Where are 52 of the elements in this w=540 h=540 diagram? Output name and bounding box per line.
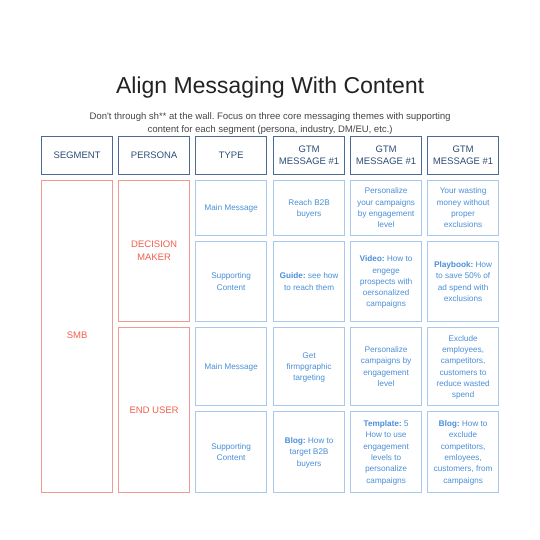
table-cell-text: Get firmpgraphic targeting bbox=[285, 350, 333, 384]
group-box bbox=[118, 327, 190, 493]
table-cell: Main Message bbox=[204, 202, 258, 214]
table-cell-text: Exclude employees, campetitors, customers to reduce wasted spend bbox=[435, 332, 491, 400]
row-group-label: END USER bbox=[129, 404, 179, 416]
cell-box bbox=[350, 241, 422, 322]
row-group-label: DECISION MAKER bbox=[130, 238, 178, 264]
table-cell-text: Your wasting money without proper exclusions bbox=[436, 185, 490, 231]
cell-box bbox=[273, 327, 345, 406]
table-cell-text: Reach B2B buyers bbox=[287, 196, 331, 220]
column-header: SEGMENT bbox=[54, 150, 100, 162]
cell-box bbox=[195, 411, 267, 493]
cell-box bbox=[195, 180, 267, 236]
header-box bbox=[195, 136, 267, 175]
column-header: TYPE bbox=[218, 150, 244, 162]
table-cell: Main Message bbox=[204, 360, 258, 372]
cell-box bbox=[195, 327, 267, 406]
table-cell: Personalize your campaigns by engagement level bbox=[356, 185, 416, 231]
column-header: GTM MESSAGE #1 bbox=[354, 144, 418, 168]
table-cell-text: Personalize campaigns by engagement level bbox=[360, 344, 412, 390]
cell-box bbox=[273, 411, 345, 493]
column-header: GTM MESSAGE #1 bbox=[432, 144, 494, 168]
cell-box bbox=[350, 327, 422, 406]
header-box bbox=[273, 136, 345, 175]
table-cell-text: Supporting Content bbox=[210, 270, 252, 293]
row-group-label: SMB bbox=[66, 329, 88, 342]
table-cell-text: Template: 5 How to use engagement levels to personalize campaigns bbox=[362, 418, 410, 486]
cell-box bbox=[273, 180, 345, 236]
header-box bbox=[41, 136, 113, 175]
table-cell-text: Blog: How to target B2B buyers bbox=[284, 435, 334, 469]
cell-box bbox=[195, 241, 267, 322]
table-cell-text: Supporting Content bbox=[210, 440, 252, 464]
table-cell-text: Video: How to engege prospects with oersonalized campaigns bbox=[358, 253, 414, 310]
header-box bbox=[427, 136, 499, 175]
cell-box bbox=[350, 180, 422, 236]
header-box bbox=[118, 136, 190, 175]
group-box bbox=[118, 180, 190, 322]
table-cell: Guide: see how to reach them bbox=[279, 270, 339, 293]
title: Align Messaging With Content bbox=[114, 72, 426, 99]
cell-box bbox=[427, 411, 499, 493]
cell-box bbox=[427, 327, 499, 406]
cell-box bbox=[273, 241, 345, 322]
header-box bbox=[350, 136, 422, 175]
caption: Don't through sh** at the wall. Focus on three core messaging themes with supporting content for each segment (persona, industry, DM/EU, etc.) bbox=[88, 110, 452, 136]
table-cell: Blog: How to exclude competitors, emloyees, customers, from campaigns bbox=[433, 418, 493, 486]
column-header: GTM MESSAGE #1 bbox=[278, 144, 340, 168]
cell-box bbox=[427, 241, 499, 322]
table-cell: Playbook: How to save 50% of ad spend with exclusions bbox=[433, 258, 493, 304]
group-box bbox=[41, 180, 113, 493]
cell-box bbox=[427, 180, 499, 236]
cell-box bbox=[350, 411, 422, 493]
column-header: PERSONA bbox=[130, 150, 178, 162]
